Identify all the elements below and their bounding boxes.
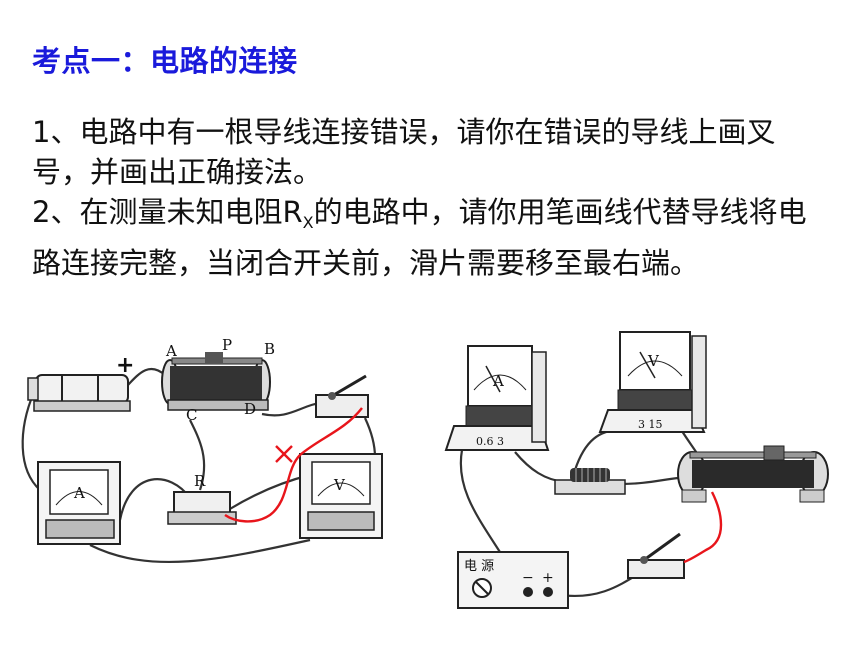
power-plus-label: + (542, 570, 554, 586)
question-text: 1、电路中有一根导线连接错误，请你在错误的导线上画叉号，并画出正确接法。 2、在… (32, 112, 832, 283)
wire-ammeter-to-resistor (118, 478, 191, 521)
rheostat-terminal-d: D (244, 400, 256, 418)
voltmeter-right-label: V (647, 352, 660, 370)
switch-right (627, 532, 685, 579)
ammeter (37, 461, 121, 545)
slide-title: 考点一：电路的连接 (32, 44, 298, 78)
rx-subscript: X (302, 213, 314, 232)
voltmeter-label: V (333, 476, 346, 494)
ammeter-right (444, 345, 550, 451)
resistor-label: R (194, 472, 206, 490)
ammeter-right-scale: 0.6 3 (476, 435, 504, 448)
power-supply (457, 551, 569, 609)
wire-ammeter-to-power (459, 449, 506, 561)
switch (315, 374, 369, 418)
question-2-start: 2、在测量未知电阻R (32, 195, 303, 229)
question-2: 2、在测量未知电阻RX的电路中，请你用笔画线代替导线将电路连接完整，当闭合开关前… (32, 192, 832, 283)
correction-wire (224, 407, 363, 523)
resistor (167, 491, 237, 525)
battery-plus-label: + (116, 353, 134, 378)
resistor-right (554, 468, 626, 495)
rheostat-slider-p: P (222, 336, 232, 354)
wire-battery-to-rheostat (127, 367, 166, 386)
wire-battery-to-ammeter (21, 391, 41, 491)
rheostat-terminal-b: B (264, 340, 275, 358)
wire-ammeter-bottom (89, 538, 311, 563)
voltmeter (299, 453, 383, 539)
cross-mark (275, 445, 293, 463)
rheostat (161, 352, 271, 411)
question-2-end: 的电路中，请你用笔画线代替导线将电路连接完整，当闭合开关前，滑片需要移至最右端。 (32, 195, 807, 280)
wire-resistor-to-rheostat (619, 476, 679, 486)
voltmeter-right-scale: 3 15 (638, 418, 663, 431)
correction-wire-right (683, 491, 723, 564)
ammeter-right-label: A (492, 372, 504, 390)
question-1: 1、电路中有一根导线连接错误，请你在错误的导线上画叉号，并画出正确接法。 (32, 115, 776, 189)
battery (27, 374, 131, 412)
wire-ammeter-to-resistor (514, 451, 566, 484)
power-supply-label: 电 源 (464, 559, 494, 574)
rheostat-terminal-a: A (165, 342, 177, 360)
rheostat-terminal-c: C (186, 406, 197, 424)
rheostat-right (677, 445, 829, 503)
wire-voltmeter-to-resistor (573, 428, 621, 471)
power-minus-label: − (522, 570, 534, 586)
wire-rheostat-to-resistor (189, 419, 206, 491)
ammeter-label: A (73, 484, 85, 502)
voltmeter-right (598, 331, 707, 433)
